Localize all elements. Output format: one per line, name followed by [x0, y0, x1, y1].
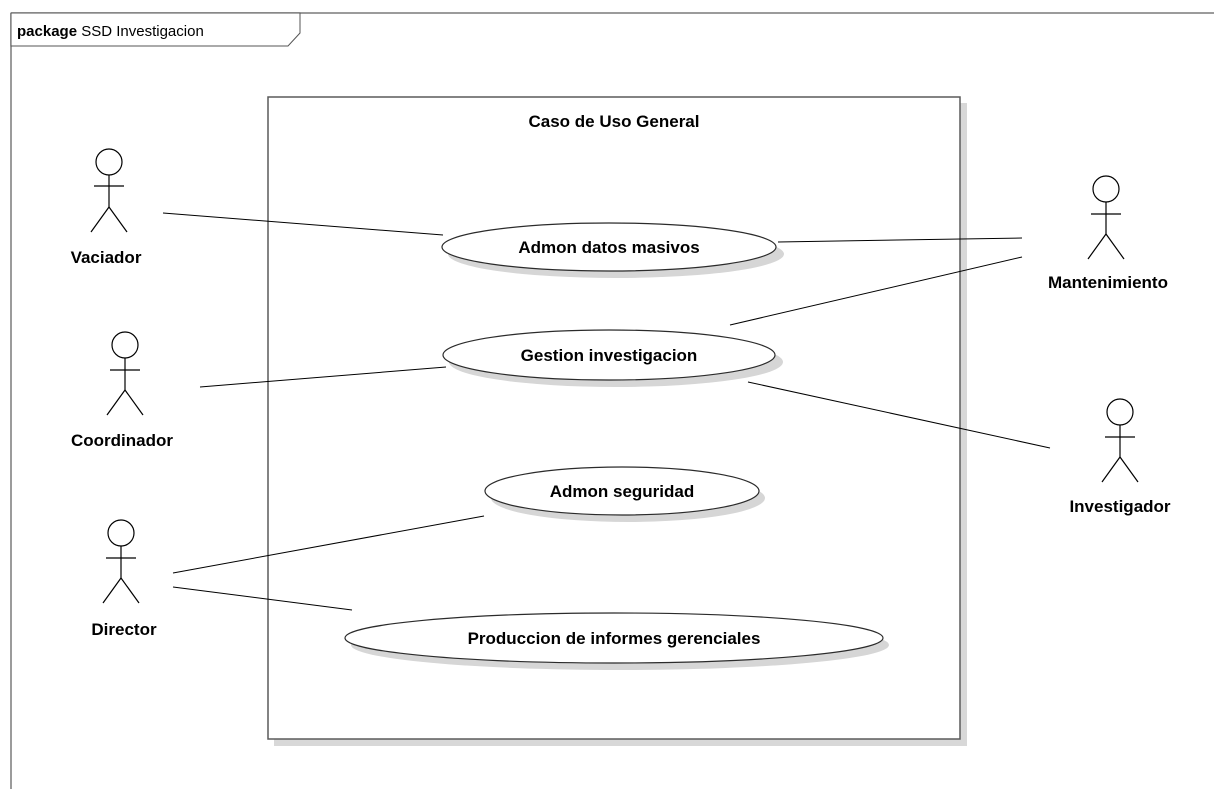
package-keyword: package [17, 23, 77, 40]
package-tab-label: package SSD Investigacion [17, 23, 204, 40]
stick-figure-icon [106, 331, 144, 416]
associations [162, 212, 1051, 611]
use-case-label: Admon datos masivos [518, 238, 699, 257]
actor-vaciador[interactable]: Vaciador [71, 148, 142, 267]
use-case-label: Gestion investigacion [521, 346, 698, 365]
association-director-informes [172, 586, 353, 611]
actor-coordinador[interactable]: Coordinador [71, 331, 173, 450]
association-mantenimiento-admon-datos [777, 237, 1023, 243]
association-coordinador-gestion [199, 366, 447, 388]
use-case-admon-seguridad[interactable]: Admon seguridad [484, 466, 765, 522]
package-tab [10, 12, 301, 47]
use-case-label: Produccion de informes gerenciales [468, 629, 761, 648]
stick-figure-icon [1101, 398, 1139, 483]
package-frame: package SSD Investigacion [10, 12, 1214, 789]
use-case-label: Admon seguridad [550, 482, 695, 501]
package-name: SSD Investigacion [81, 23, 204, 40]
use-case-gestion-investigacion[interactable]: Gestion investigacion [442, 329, 783, 387]
association-vaciador-admon-datos [162, 212, 444, 236]
stick-figure-icon [90, 148, 128, 233]
actor-label: Coordinador [71, 431, 173, 450]
association-mantenimiento-gestion [729, 256, 1023, 326]
boundary-title: Caso de Uso General [528, 112, 699, 131]
actor-label: Mantenimiento [1048, 273, 1168, 292]
actor-label: Vaciador [71, 248, 142, 267]
actor-label: Investigador [1069, 497, 1170, 516]
actor-label: Director [91, 620, 157, 639]
association-director-admon-seguridad [172, 515, 485, 574]
actor-director[interactable]: Director [91, 519, 157, 639]
use-case-produccion-informes[interactable]: Produccion de informes gerenciales [344, 612, 889, 670]
stick-figure-icon [102, 519, 140, 604]
actor-investigador[interactable]: Investigador [1069, 398, 1171, 516]
association-investigador-gestion [747, 381, 1051, 449]
use-case-admon-datos-masivos[interactable]: Admon datos masivos [441, 222, 784, 278]
actor-mantenimiento[interactable]: Mantenimiento [1048, 175, 1168, 292]
stick-figure-icon [1087, 175, 1125, 260]
